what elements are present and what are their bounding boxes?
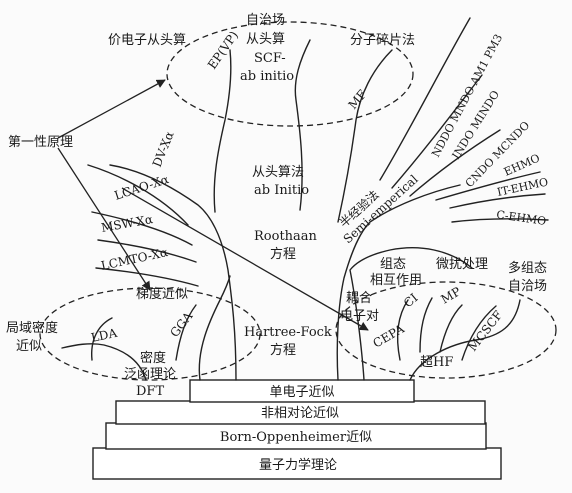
label-born-oppenheimer: Born-Oppenheimer近似 [220,430,372,445]
xa-branch-4 [95,267,199,287]
label-multi-2: 自洽场 [508,279,547,294]
semi-branch-3 [409,129,501,197]
label-hf-en: Hartree-Fock [244,325,332,340]
label-ab-initio-en: ab Initio [254,183,309,198]
xa-branch-1 [87,164,189,226]
label-config-2: 相互作用 [370,273,422,288]
label-mp: MP [439,284,464,306]
semi-branch-6 [451,217,549,223]
semi-branch-1 [379,17,471,181]
label-c-ehmo: C-EHMO [496,208,547,228]
xa-branch-3 [97,239,197,263]
label-ab-initio-cn: 从头算法 [252,165,304,180]
label-scf-2: 从头算 [246,32,285,47]
label-hf-cn: 方程 [270,342,296,358]
posthf-twig-mp [439,304,463,353]
semi-branch-5 [449,193,546,209]
label-quantum-mechanics: 量子力学理论 [259,457,337,473]
crown-mid [294,39,311,211]
single-electron-box [189,379,415,403]
label-multi-1: 多组态 [508,260,547,276]
label-lcmto-xa: LCMTO-Xα [100,245,169,273]
label-post-hf: 超HF [420,355,453,370]
semi-branch-2 [391,74,483,189]
dft-branch-right [198,275,231,381]
dft-twig-gga [175,304,197,361]
label-roothaan-en: Roothaan [254,229,318,244]
label-single-electron: 单电子近似 [269,385,334,400]
dft-branch-left [61,343,147,381]
posthf-twig-cepa [396,299,409,361]
label-scf-4: ab initio [240,69,294,84]
arrow-to-dft [57,147,151,291]
foundation-stack [92,379,502,480]
posthf-ellipse [335,281,557,379]
label-lcao-xa: LCAO-Xα [113,172,171,203]
crown-right [337,49,393,223]
xa-branch-2 [91,211,193,246]
label-scf-3: SCF- [254,51,286,66]
dft-twig-lda [91,317,113,361]
arrow-to-ab-initio [57,79,166,139]
label-roothaan-cn: 方程 [270,246,296,262]
label-ehmo: EHMO [502,151,542,178]
trunk-right [336,184,461,381]
label-cepa: CEPA [371,322,407,351]
label-dft-3: DFT [136,384,164,399]
label-local-density-1: 局域密度 [6,320,58,336]
trunk-left [109,164,237,381]
label-nonrelativistic: 非相对论近似 [261,406,339,421]
posthf-twig-mcscf [461,305,497,361]
label-dv-xa: DV-Xα [150,129,177,169]
crown-left [213,49,232,213]
posthf-branch-right [409,299,521,381]
label-gradient-approx: 梯度近似 [136,286,188,302]
quantum-mechanics-box [92,447,502,480]
label-mf: MF [346,87,370,112]
label-scf-1: 自治场 [246,13,285,28]
label-lda: LDA [90,326,119,345]
posthf-branch-left [349,247,473,381]
semi-branch-4 [435,171,541,201]
label-gga: GGA [167,309,195,340]
label-fragment-method: 分子碎片法 [350,33,415,48]
label-valence-ab-initio: 价电子从头算 [108,33,186,48]
born-oppenheimer-box [105,422,487,450]
label-first-principles: 第一性原理 [8,135,73,150]
arrow-to-posthf [121,187,369,331]
label-dft-2: 泛函理论 [124,367,176,382]
label-dft-1: 密度 [140,350,166,366]
ab-initio-ellipse [166,21,414,127]
label-coupled-1: 耦合 [346,291,372,306]
label-ep-vp: EP(VP) [205,29,241,72]
label-mcscf: MCSCF [465,308,505,354]
posthf-twig-ci [419,297,433,353]
label-perturb: 微扰处理 [436,257,488,272]
label-coupled-2: 电子对 [340,309,379,324]
label-config-1: 组态 [380,257,406,272]
label-local-density-2: 近似 [16,339,42,354]
